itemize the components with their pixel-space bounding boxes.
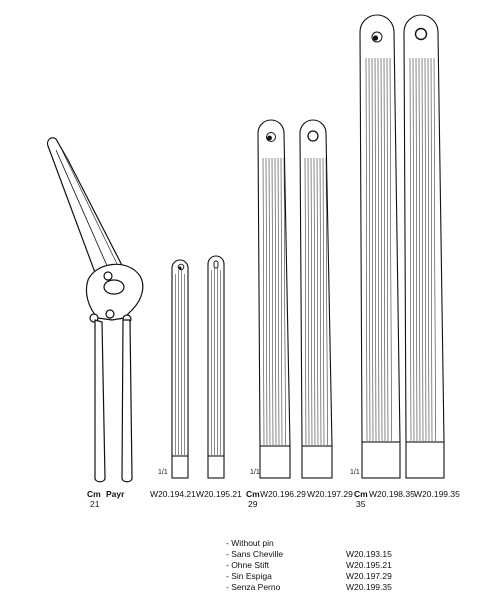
forceps-size-label: 21 (90, 499, 100, 509)
blade-w20-196-29 (257, 119, 291, 479)
blade-w20-194-21 (171, 259, 189, 479)
variant-row: - Ohne Stift W20.195.21 (0, 560, 500, 572)
group-unit-label: Cm (354, 489, 368, 499)
forceps-name-label: Payr (106, 489, 125, 499)
variant-description: - Sans Cheville (226, 549, 284, 559)
blade-code-label: W20.196.29 (260, 489, 306, 499)
variant-code: W20.195.21 (346, 560, 392, 570)
group-size-label: 35 (356, 499, 366, 509)
blade-code-label: W20.198.35 (369, 489, 415, 499)
blade-code-label: W20.199.35 (414, 489, 460, 499)
variant-description: - Sin Espiga (226, 571, 272, 581)
scale-label-2: 1/1 (250, 469, 260, 476)
variant-code: W20.197.29 (346, 571, 392, 581)
blade-code-label: W20.195.21 (196, 489, 242, 499)
group-size-label: 29 (248, 499, 258, 509)
payr-forceps-illustration (46, 137, 144, 483)
variant-description: - Ohne Stift (226, 560, 269, 570)
variant-description: - Senza Perno (226, 582, 281, 592)
variant-row: - Senza Perno W20.199.35 (0, 582, 500, 594)
variant-row: - Sans Cheville W20.193.15 (0, 549, 500, 561)
blade-w20-197-29 (299, 119, 333, 479)
variant-code: W20.199.35 (346, 582, 392, 592)
scale-label-1: 1/1 (158, 469, 168, 476)
blade-code-label: W20.197.29 (307, 489, 353, 499)
blade-w20-195-21 (207, 255, 225, 479)
variant-description: - Without pin (226, 538, 274, 548)
forceps-unit-label: Cm (87, 489, 101, 499)
blade-w20-198-35 (359, 14, 401, 479)
variant-row: - Sin Espiga W20.197.29 (0, 571, 500, 583)
blade-w20-199-35 (403, 14, 445, 479)
variant-code: W20.193.15 (346, 549, 392, 559)
variant-row: - Without pin (0, 538, 500, 550)
scale-label-3: 1/1 (350, 469, 360, 476)
group-unit-label: Cm (246, 489, 260, 499)
blade-code-label: W20.194.21 (150, 489, 196, 499)
